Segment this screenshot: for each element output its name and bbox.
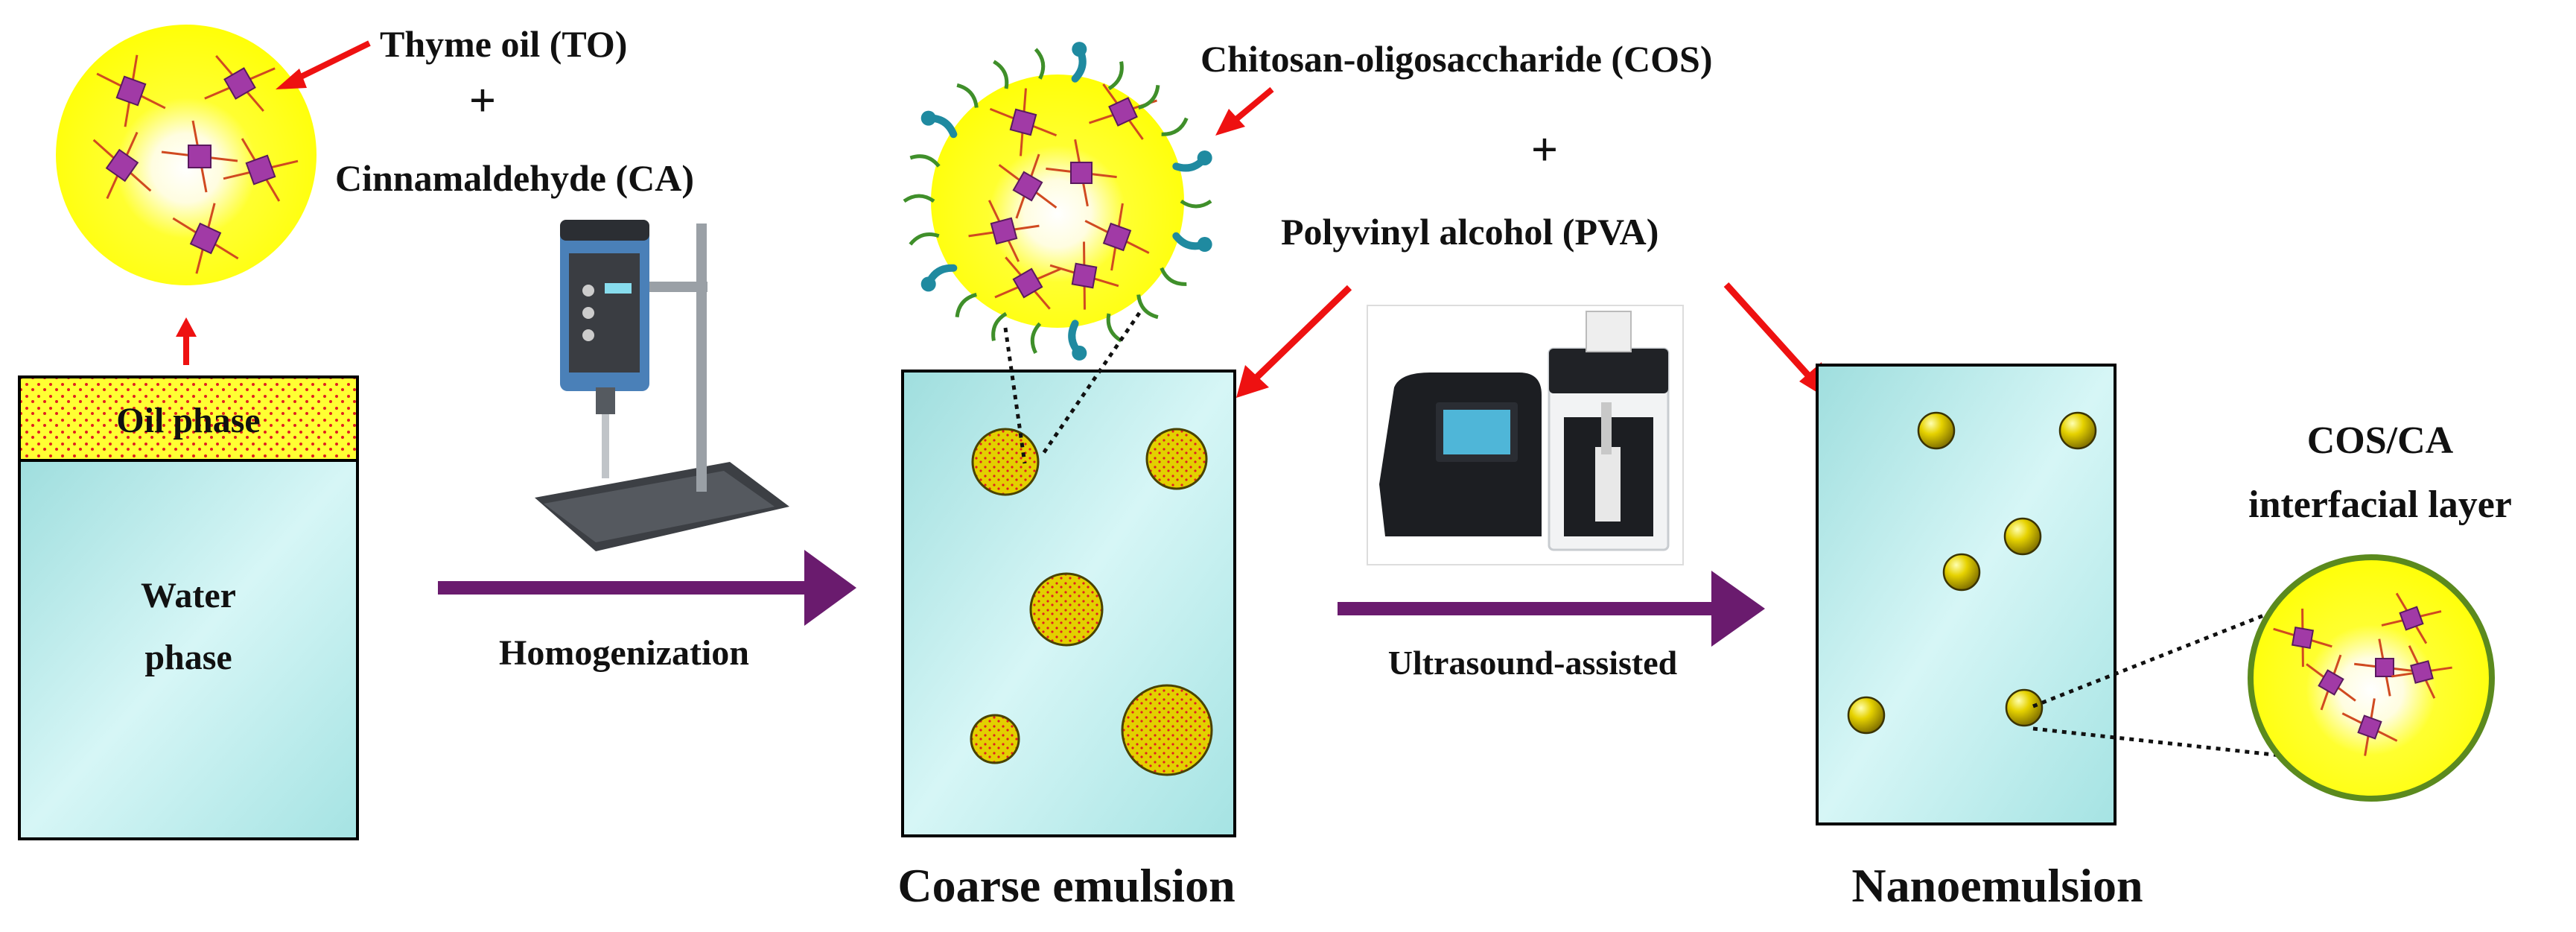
pointer-arrow-thyme bbox=[276, 40, 371, 89]
pva-head bbox=[1072, 345, 1087, 361]
molecule bbox=[1049, 241, 1119, 310]
ultrasound-arrow bbox=[1338, 571, 1765, 647]
molecule bbox=[2354, 638, 2415, 697]
cos-chain bbox=[1030, 322, 1042, 355]
nano-droplets bbox=[1847, 411, 2097, 735]
molecule bbox=[92, 131, 152, 200]
cos-chain bbox=[1106, 313, 1122, 343]
ultrasound-device-image bbox=[1367, 305, 1684, 565]
cos-chain bbox=[956, 83, 979, 108]
water-phase-label-1: Water bbox=[141, 576, 236, 615]
molecule bbox=[994, 256, 1061, 310]
oil-droplet-top-left bbox=[56, 25, 317, 285]
coated-droplet bbox=[903, 42, 1212, 361]
molecule bbox=[2341, 698, 2398, 756]
oil-phase-layer bbox=[18, 375, 359, 462]
cos-chain bbox=[1034, 48, 1046, 80]
molecule bbox=[223, 138, 299, 202]
molecule bbox=[96, 54, 166, 127]
water-phase-layer bbox=[18, 459, 359, 840]
molecule bbox=[1084, 203, 1150, 271]
zoom-line-left bbox=[1003, 327, 1027, 464]
molecule bbox=[2273, 608, 2332, 668]
coarse-droplets bbox=[970, 428, 1213, 776]
molecule bbox=[968, 200, 1040, 262]
pointer-arrow-pva-left bbox=[1236, 285, 1352, 398]
nanoemulsion-label: Nanoemulsion bbox=[1851, 859, 2143, 912]
coarse-emulsion-label: Coarse emulsion bbox=[897, 859, 1235, 912]
molecule bbox=[1046, 139, 1117, 207]
nano-droplet bbox=[2058, 411, 2097, 450]
plus-sign-top: + bbox=[469, 74, 496, 127]
homogenizer-image bbox=[535, 220, 789, 551]
interfacial-label-1: COS/CA bbox=[2307, 419, 2454, 462]
molecule bbox=[2391, 645, 2452, 699]
cos-chain bbox=[909, 154, 941, 168]
coarse-droplet bbox=[970, 714, 1020, 764]
nano-droplet bbox=[1917, 411, 1956, 450]
phase-container: Oil phase Water phase bbox=[18, 375, 359, 840]
interfacial-label-2: interfacial layer bbox=[2248, 484, 2512, 526]
molecule bbox=[998, 153, 1058, 219]
pva-head bbox=[920, 110, 936, 126]
cos-chain bbox=[993, 60, 1009, 89]
oil-phase-label: Oil phase bbox=[116, 401, 260, 440]
molecule bbox=[2381, 592, 2442, 644]
cos-chain bbox=[1161, 117, 1189, 136]
nano-droplet bbox=[2005, 688, 2044, 727]
cos-chain bbox=[1160, 267, 1187, 286]
cos-chain bbox=[1136, 294, 1159, 320]
pva-head bbox=[1072, 42, 1087, 57]
cos-chain bbox=[1180, 199, 1212, 209]
pva-head bbox=[1197, 150, 1212, 165]
nano-droplet bbox=[1942, 553, 1981, 592]
homogenization-label: Homogenization bbox=[499, 633, 749, 673]
plus-sign-right: + bbox=[1531, 123, 1558, 176]
homogenization-arrow bbox=[438, 550, 856, 626]
cos-chain bbox=[991, 311, 1008, 341]
cos-chain bbox=[1107, 61, 1124, 91]
molecule bbox=[2306, 654, 2356, 711]
chitosan-label: Chitosan-oligosaccharide (COS) bbox=[1200, 38, 1713, 80]
pva-head bbox=[1197, 237, 1212, 253]
cinnamaldehyde-label: Cinnamaldehyde (CA) bbox=[335, 157, 694, 199]
molecule bbox=[204, 54, 276, 112]
pva-label: Polyvinyl alcohol (PVA) bbox=[1281, 211, 1659, 253]
nano-droplet bbox=[2003, 517, 2042, 556]
ultrasound-label: Ultrasound-assisted bbox=[1388, 644, 1678, 682]
pointer-arrow-pva-right bbox=[1723, 282, 1826, 398]
nano-zoom-line-top bbox=[2032, 610, 2272, 708]
thyme-oil-label: Thyme oil (TO) bbox=[380, 23, 627, 65]
cos-chain bbox=[1137, 84, 1160, 110]
molecule bbox=[161, 120, 238, 193]
molecule bbox=[989, 88, 1058, 156]
up-arrow bbox=[176, 317, 197, 365]
coarse-droplet bbox=[1121, 684, 1213, 776]
nano-zoom-line-bottom bbox=[2032, 726, 2281, 758]
nano-droplet bbox=[1847, 696, 1886, 735]
interfacial-layer-droplet bbox=[2248, 554, 2495, 802]
coarse-droplet bbox=[1145, 428, 1208, 490]
water-phase-label-2: phase bbox=[144, 638, 232, 677]
cos-chain bbox=[903, 194, 935, 203]
cos-chain bbox=[955, 293, 978, 318]
pva-head bbox=[920, 276, 936, 292]
coarse-droplet bbox=[971, 428, 1040, 496]
coarse-droplet bbox=[1029, 572, 1104, 647]
pointer-arrow-cos bbox=[1215, 86, 1274, 136]
cos-chain bbox=[909, 232, 940, 246]
molecule bbox=[172, 203, 239, 274]
